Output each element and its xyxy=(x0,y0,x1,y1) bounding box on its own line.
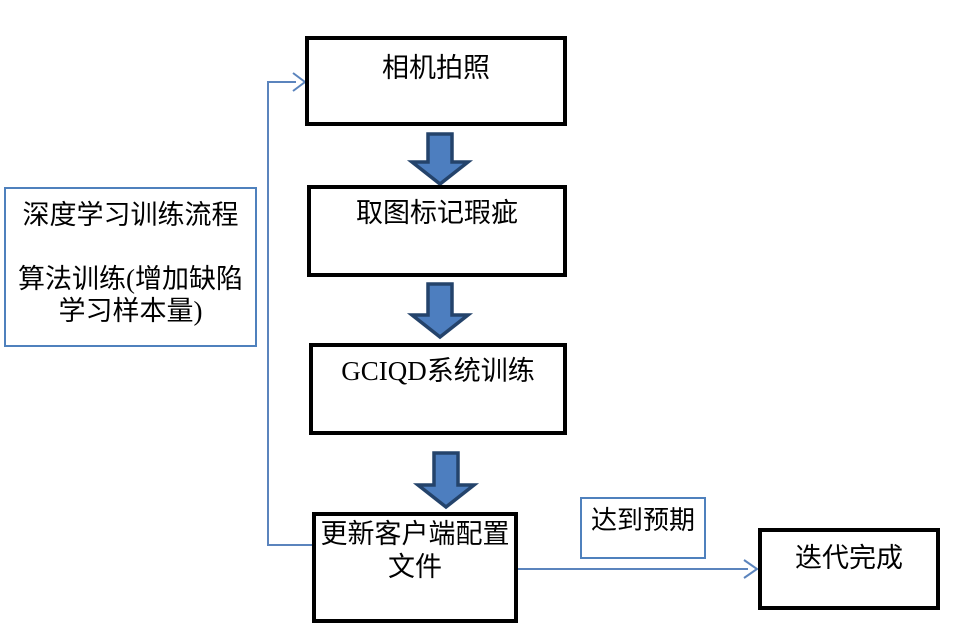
step-label: 更新客户端配置文件 xyxy=(320,519,510,582)
feedback-arrowhead-icon xyxy=(292,72,307,92)
result-arrowhead-icon xyxy=(743,559,759,579)
down-block-arrow-3-icon xyxy=(412,451,480,510)
step-label: GCIQD系统训练 xyxy=(341,356,535,386)
step-box-gciqd-training: GCIQD系统训练 xyxy=(309,343,567,435)
step-box-mark-defects: 取图标记瑕疵 xyxy=(307,185,567,277)
step-label: 取图标记瑕疵 xyxy=(356,198,518,228)
down-block-arrow-1-icon xyxy=(406,132,474,187)
down-block-arrow-2-icon xyxy=(406,282,474,340)
condition-label-box: 达到预期 xyxy=(580,497,706,559)
note-box: 深度学习训练流程 算法训练(增加缺陷 学习样本量) xyxy=(4,187,257,347)
step-label: 相机拍照 xyxy=(382,53,490,83)
note-line: 算法训练(增加缺陷 xyxy=(18,264,243,294)
result-box-iteration-complete: 迭代完成 xyxy=(758,528,940,610)
feedback-connector-line xyxy=(267,81,313,546)
note-line: 深度学习训练流程 xyxy=(22,200,239,230)
step-box-update-client-config: 更新客户端配置文件 xyxy=(312,512,518,623)
result-label: 迭代完成 xyxy=(795,543,903,573)
note-line: 学习样本量) xyxy=(58,296,203,326)
condition-label: 达到预期 xyxy=(590,506,695,535)
step-box-camera-capture: 相机拍照 xyxy=(305,36,567,126)
